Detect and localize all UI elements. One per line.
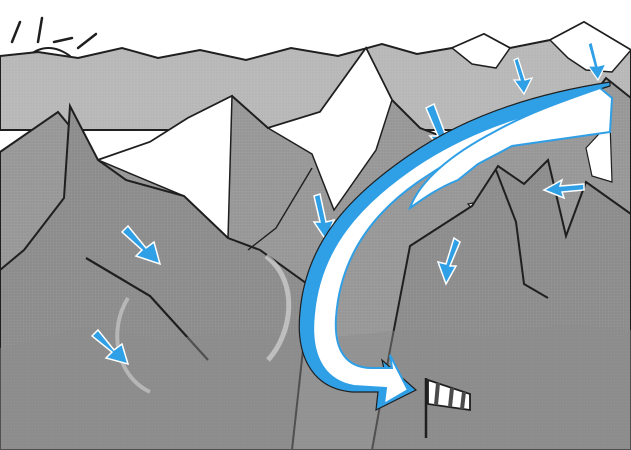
katabatic-wind-diagram xyxy=(0,0,631,450)
illustration-canvas xyxy=(0,0,631,450)
